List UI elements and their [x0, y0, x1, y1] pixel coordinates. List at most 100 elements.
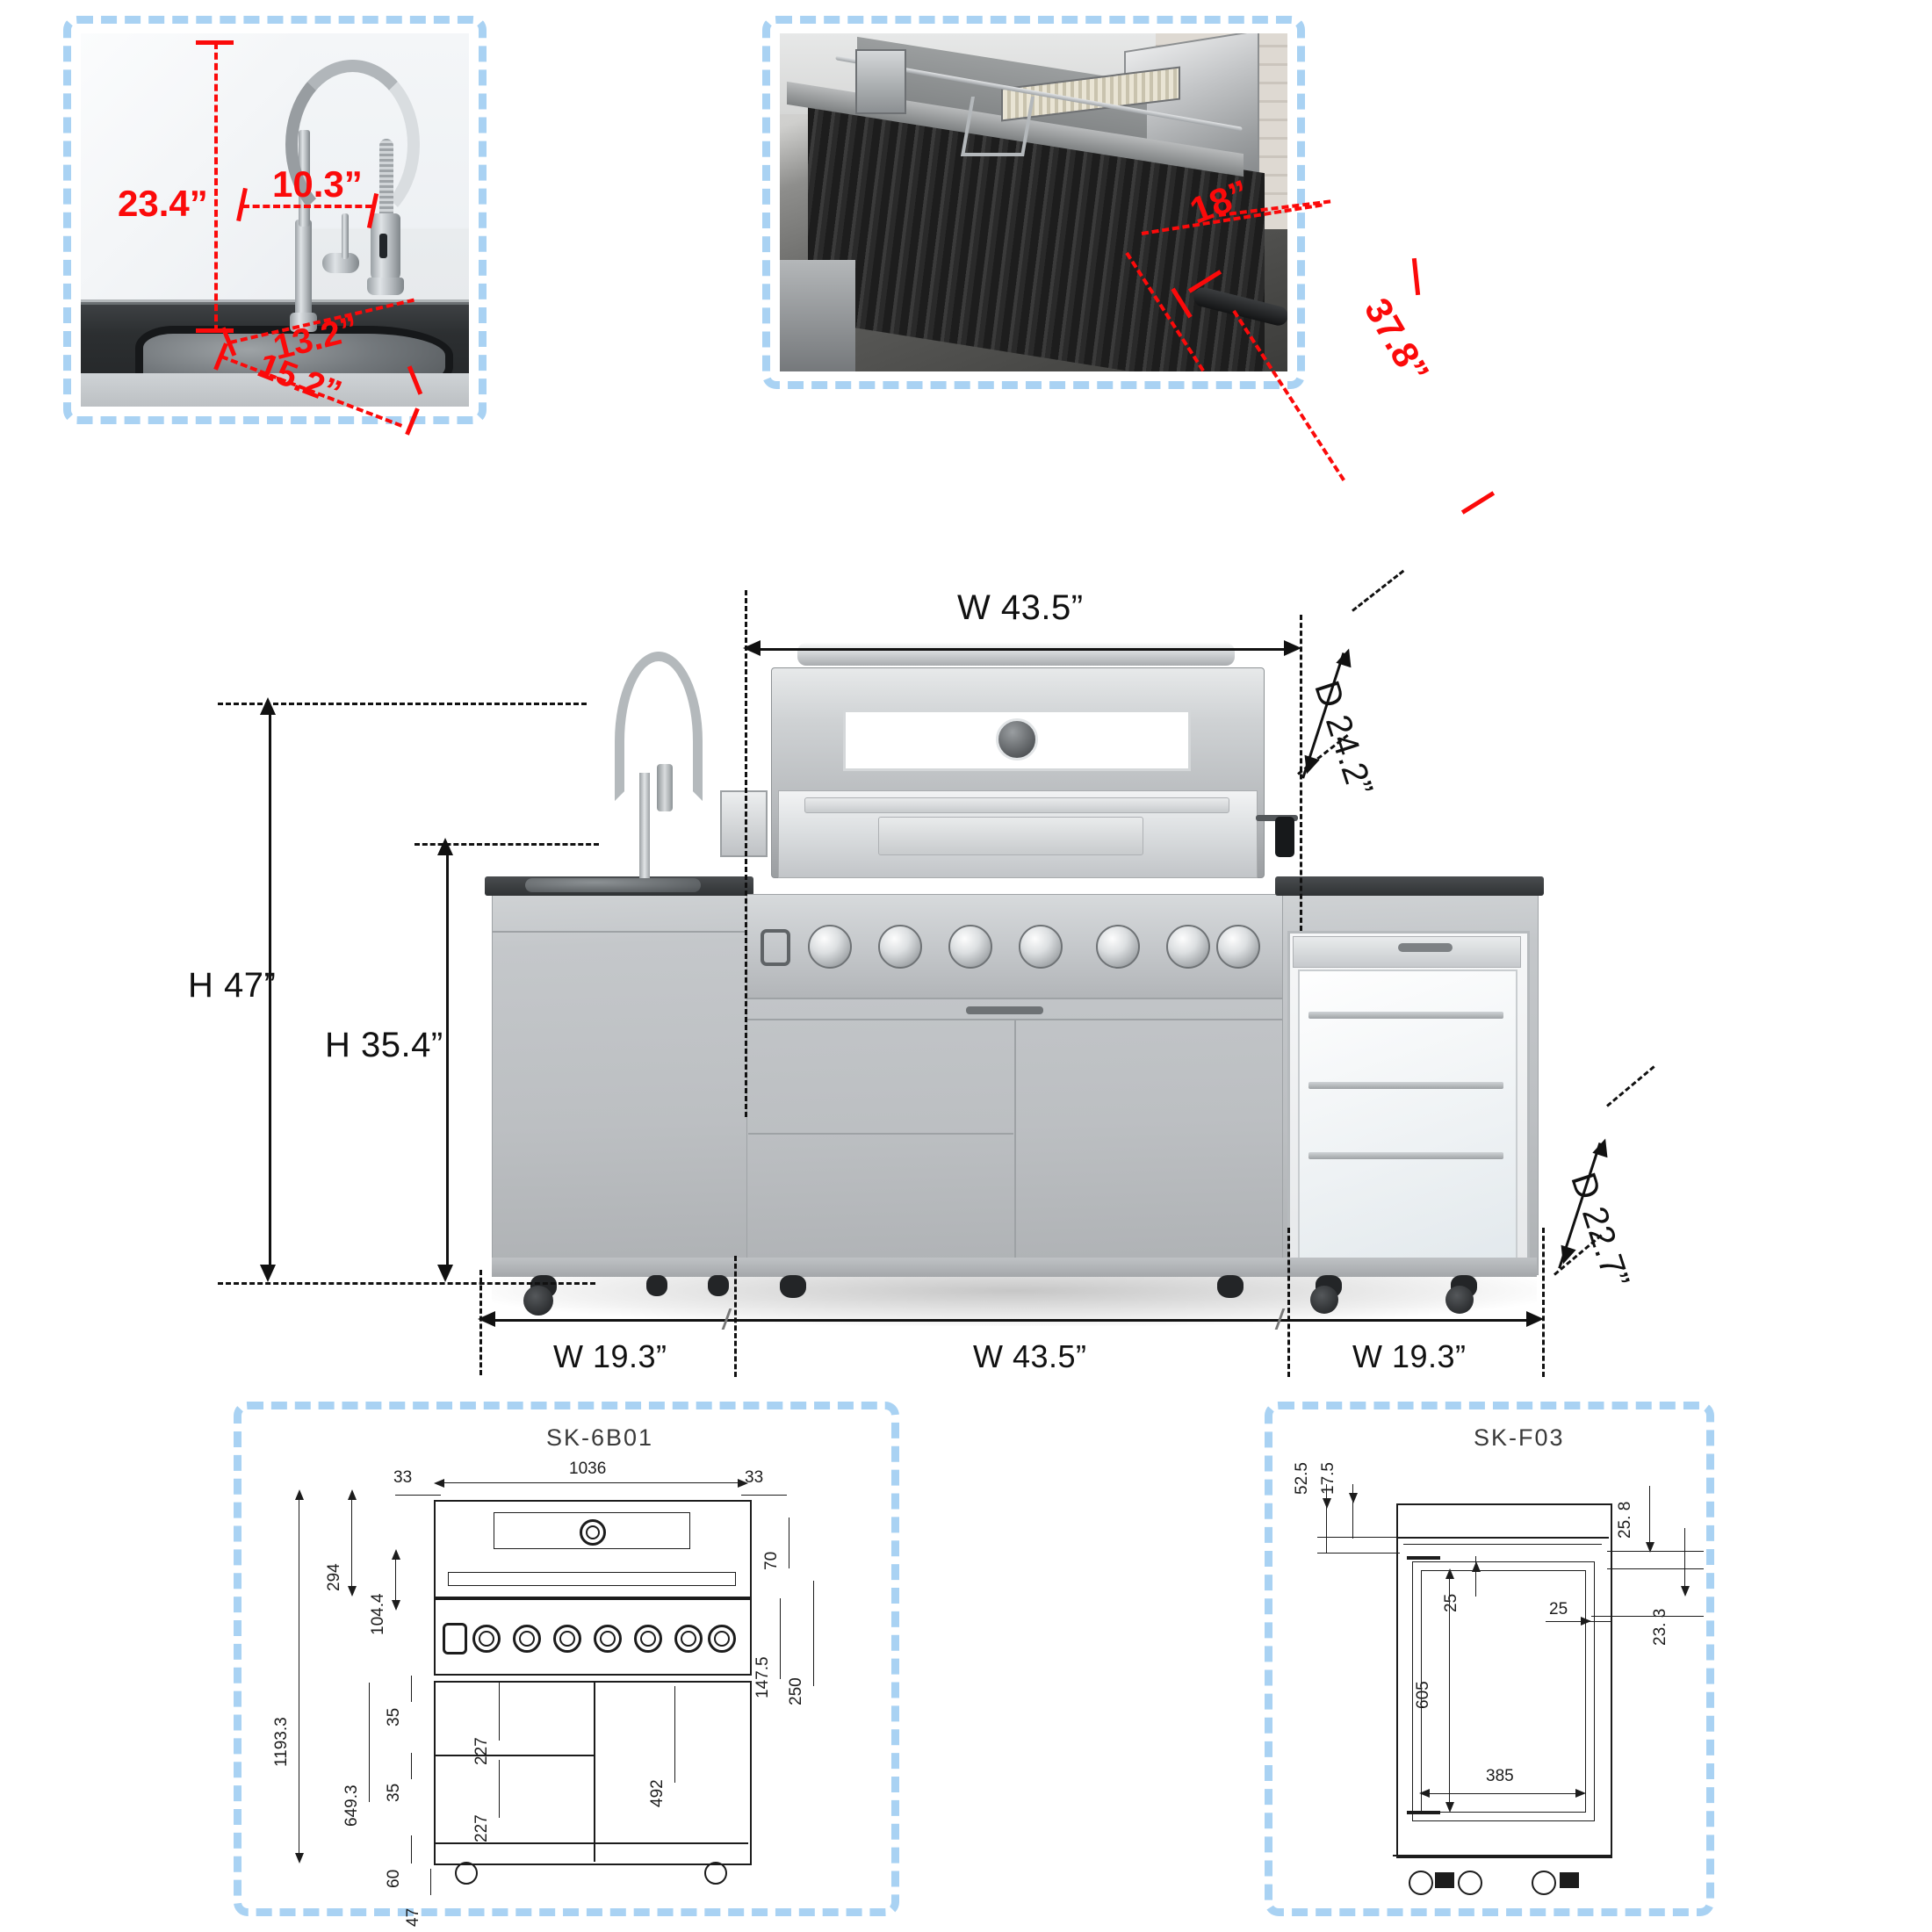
cad-left-227a-line — [499, 1683, 500, 1741]
countertop-edge — [81, 299, 469, 305]
burner-knob-6[interactable] — [1166, 925, 1210, 969]
cad-right-17-arr — [1349, 1493, 1358, 1503]
burner-knob-1[interactable] — [808, 925, 852, 969]
cad-right-23-3-line — [1684, 1528, 1685, 1595]
faucet-hose — [379, 139, 393, 225]
faucet-height-label: 23.4” — [118, 183, 208, 224]
cad-right-wheel-3 — [1532, 1871, 1556, 1895]
drawer-handle — [966, 1006, 1043, 1014]
cad-right-25-side-line — [1546, 1621, 1611, 1622]
cad-left-bottle-opener — [443, 1623, 467, 1654]
cad-right-25-side-label: 25 — [1549, 1600, 1568, 1618]
cad-left-294-arr-d — [348, 1586, 357, 1597]
height-total-arrow-up — [260, 697, 276, 715]
cabinet-door-split — [1014, 1019, 1016, 1273]
caster-wheel-4 — [1310, 1286, 1338, 1314]
cad-left-1036-label: 1036 — [569, 1460, 607, 1478]
cad-left-60-label: 60 — [385, 1869, 403, 1888]
cad-left-callout — [234, 1402, 899, 1916]
fridge-shelf-3 — [1308, 1152, 1503, 1159]
burner-knob-5[interactable] — [1096, 925, 1140, 969]
cad-left-649-line — [369, 1683, 370, 1802]
height-counter-ext-top — [415, 843, 599, 846]
burner-knob-4[interactable] — [1019, 925, 1063, 969]
sink-cabinet — [492, 894, 748, 1275]
spray-head-button — [379, 234, 387, 258]
cad-left-door-split — [594, 1681, 595, 1862]
cad-right-385-arr-l — [1419, 1789, 1430, 1798]
cad-left-147-line — [780, 1598, 781, 1679]
burner-knob-7[interactable] — [1216, 925, 1260, 969]
rotisserie-motor — [855, 49, 906, 114]
hood-handle[interactable] — [797, 643, 1235, 666]
top-width-ext-right — [1300, 615, 1302, 931]
cad-right-385-label: 385 — [1486, 1767, 1514, 1785]
cad-right-title: SK-F03 — [1474, 1424, 1565, 1451]
cad-right-wheel-1 — [1409, 1871, 1433, 1895]
cad-right-385-line — [1424, 1793, 1584, 1794]
rotisserie-fork — [961, 97, 1034, 156]
cad-right-52-label: 52.5 — [1293, 1462, 1311, 1495]
cad-left-knob-4 — [594, 1625, 622, 1653]
cad-left-60-line — [411, 1835, 412, 1864]
warming-rack — [878, 817, 1143, 855]
rear-burner-panel — [804, 797, 1229, 813]
faucet-reach-label: 10.3” — [272, 163, 363, 205]
faucet-reach-dim-line — [242, 205, 372, 208]
cad-left-250-line — [813, 1581, 814, 1686]
cad-left-104-arr-u — [392, 1549, 400, 1560]
grate-depth-tick-b — [1411, 257, 1421, 296]
cad-right-top-panel-2 — [1403, 1544, 1602, 1545]
cad-right-25-side-arr — [1581, 1617, 1591, 1626]
cad-left-227a-label: 227 — [472, 1737, 491, 1765]
fridge-handle[interactable] — [1398, 943, 1453, 952]
faucet-lever-handle — [322, 253, 359, 273]
fridge-shelf-1 — [1308, 1012, 1503, 1019]
fridge-control-strip — [1293, 936, 1521, 968]
cad-left-33a-label: 33 — [393, 1468, 413, 1487]
cad-right-25-top-label: 25 — [1442, 1593, 1460, 1612]
burner-knob-2[interactable] — [878, 925, 922, 969]
cad-right-23-3-arr — [1681, 1586, 1690, 1597]
cad-right-52-arr — [1323, 1498, 1331, 1509]
cad-right-ext-d — [1607, 1568, 1704, 1569]
cad-left-hood-window — [494, 1512, 690, 1549]
cad-right-hinge-top — [1407, 1556, 1440, 1560]
rotisserie-motor-box — [720, 790, 768, 857]
bottom-width-label-2: W 43.5” — [973, 1338, 1087, 1374]
cad-left-294-arr-u — [348, 1489, 357, 1500]
cad-left-104-arr-d — [392, 1600, 400, 1611]
cad-right-605-label: 605 — [1414, 1681, 1432, 1709]
cad-left-147-label: 147.5 — [753, 1656, 772, 1698]
cad-left-1193-arr-u — [295, 1489, 304, 1500]
hood-temperature-gauge — [996, 718, 1038, 761]
cad-left-wheel-1 — [455, 1862, 478, 1885]
main-faucet-coil — [615, 652, 703, 801]
faucet-body — [295, 220, 312, 329]
grate-width-tick-b — [1460, 491, 1496, 515]
cad-right-25-8-label: 25. 8 — [1616, 1501, 1634, 1539]
height-total-ext-bottom — [218, 1282, 595, 1285]
cad-left-1036-arrow-l — [434, 1479, 444, 1488]
cad-right-17-line — [1352, 1484, 1353, 1539]
sink-faucet-photo: 23.4” 10.3” — [81, 33, 469, 407]
island-base-plinth — [492, 1258, 1537, 1277]
cad-right-605-arr-d — [1445, 1802, 1454, 1813]
cad-left-knob-7 — [708, 1625, 736, 1653]
faucet-height-top-tick — [196, 40, 234, 45]
faucet-height-bottom-tick — [196, 328, 234, 333]
cad-left-70-label: 70 — [762, 1551, 781, 1570]
bottle-opener-icon — [761, 929, 790, 966]
cad-left-35a-line — [411, 1676, 412, 1702]
height-counter-arrow-down — [437, 1265, 453, 1282]
cad-right-25-top-arr — [1472, 1561, 1481, 1572]
cad-right-ext-e — [1591, 1616, 1704, 1617]
cad-left-cabinet-body — [434, 1681, 752, 1865]
cad-right-605-line — [1449, 1572, 1450, 1811]
height-counter-dim-line — [446, 854, 449, 1273]
cad-right-top-panel — [1396, 1537, 1609, 1539]
cad-left-control-panel — [434, 1598, 752, 1676]
cad-right-callout — [1265, 1402, 1714, 1916]
burner-knob-3[interactable] — [948, 925, 992, 969]
cad-left-227b-line — [499, 1760, 500, 1818]
